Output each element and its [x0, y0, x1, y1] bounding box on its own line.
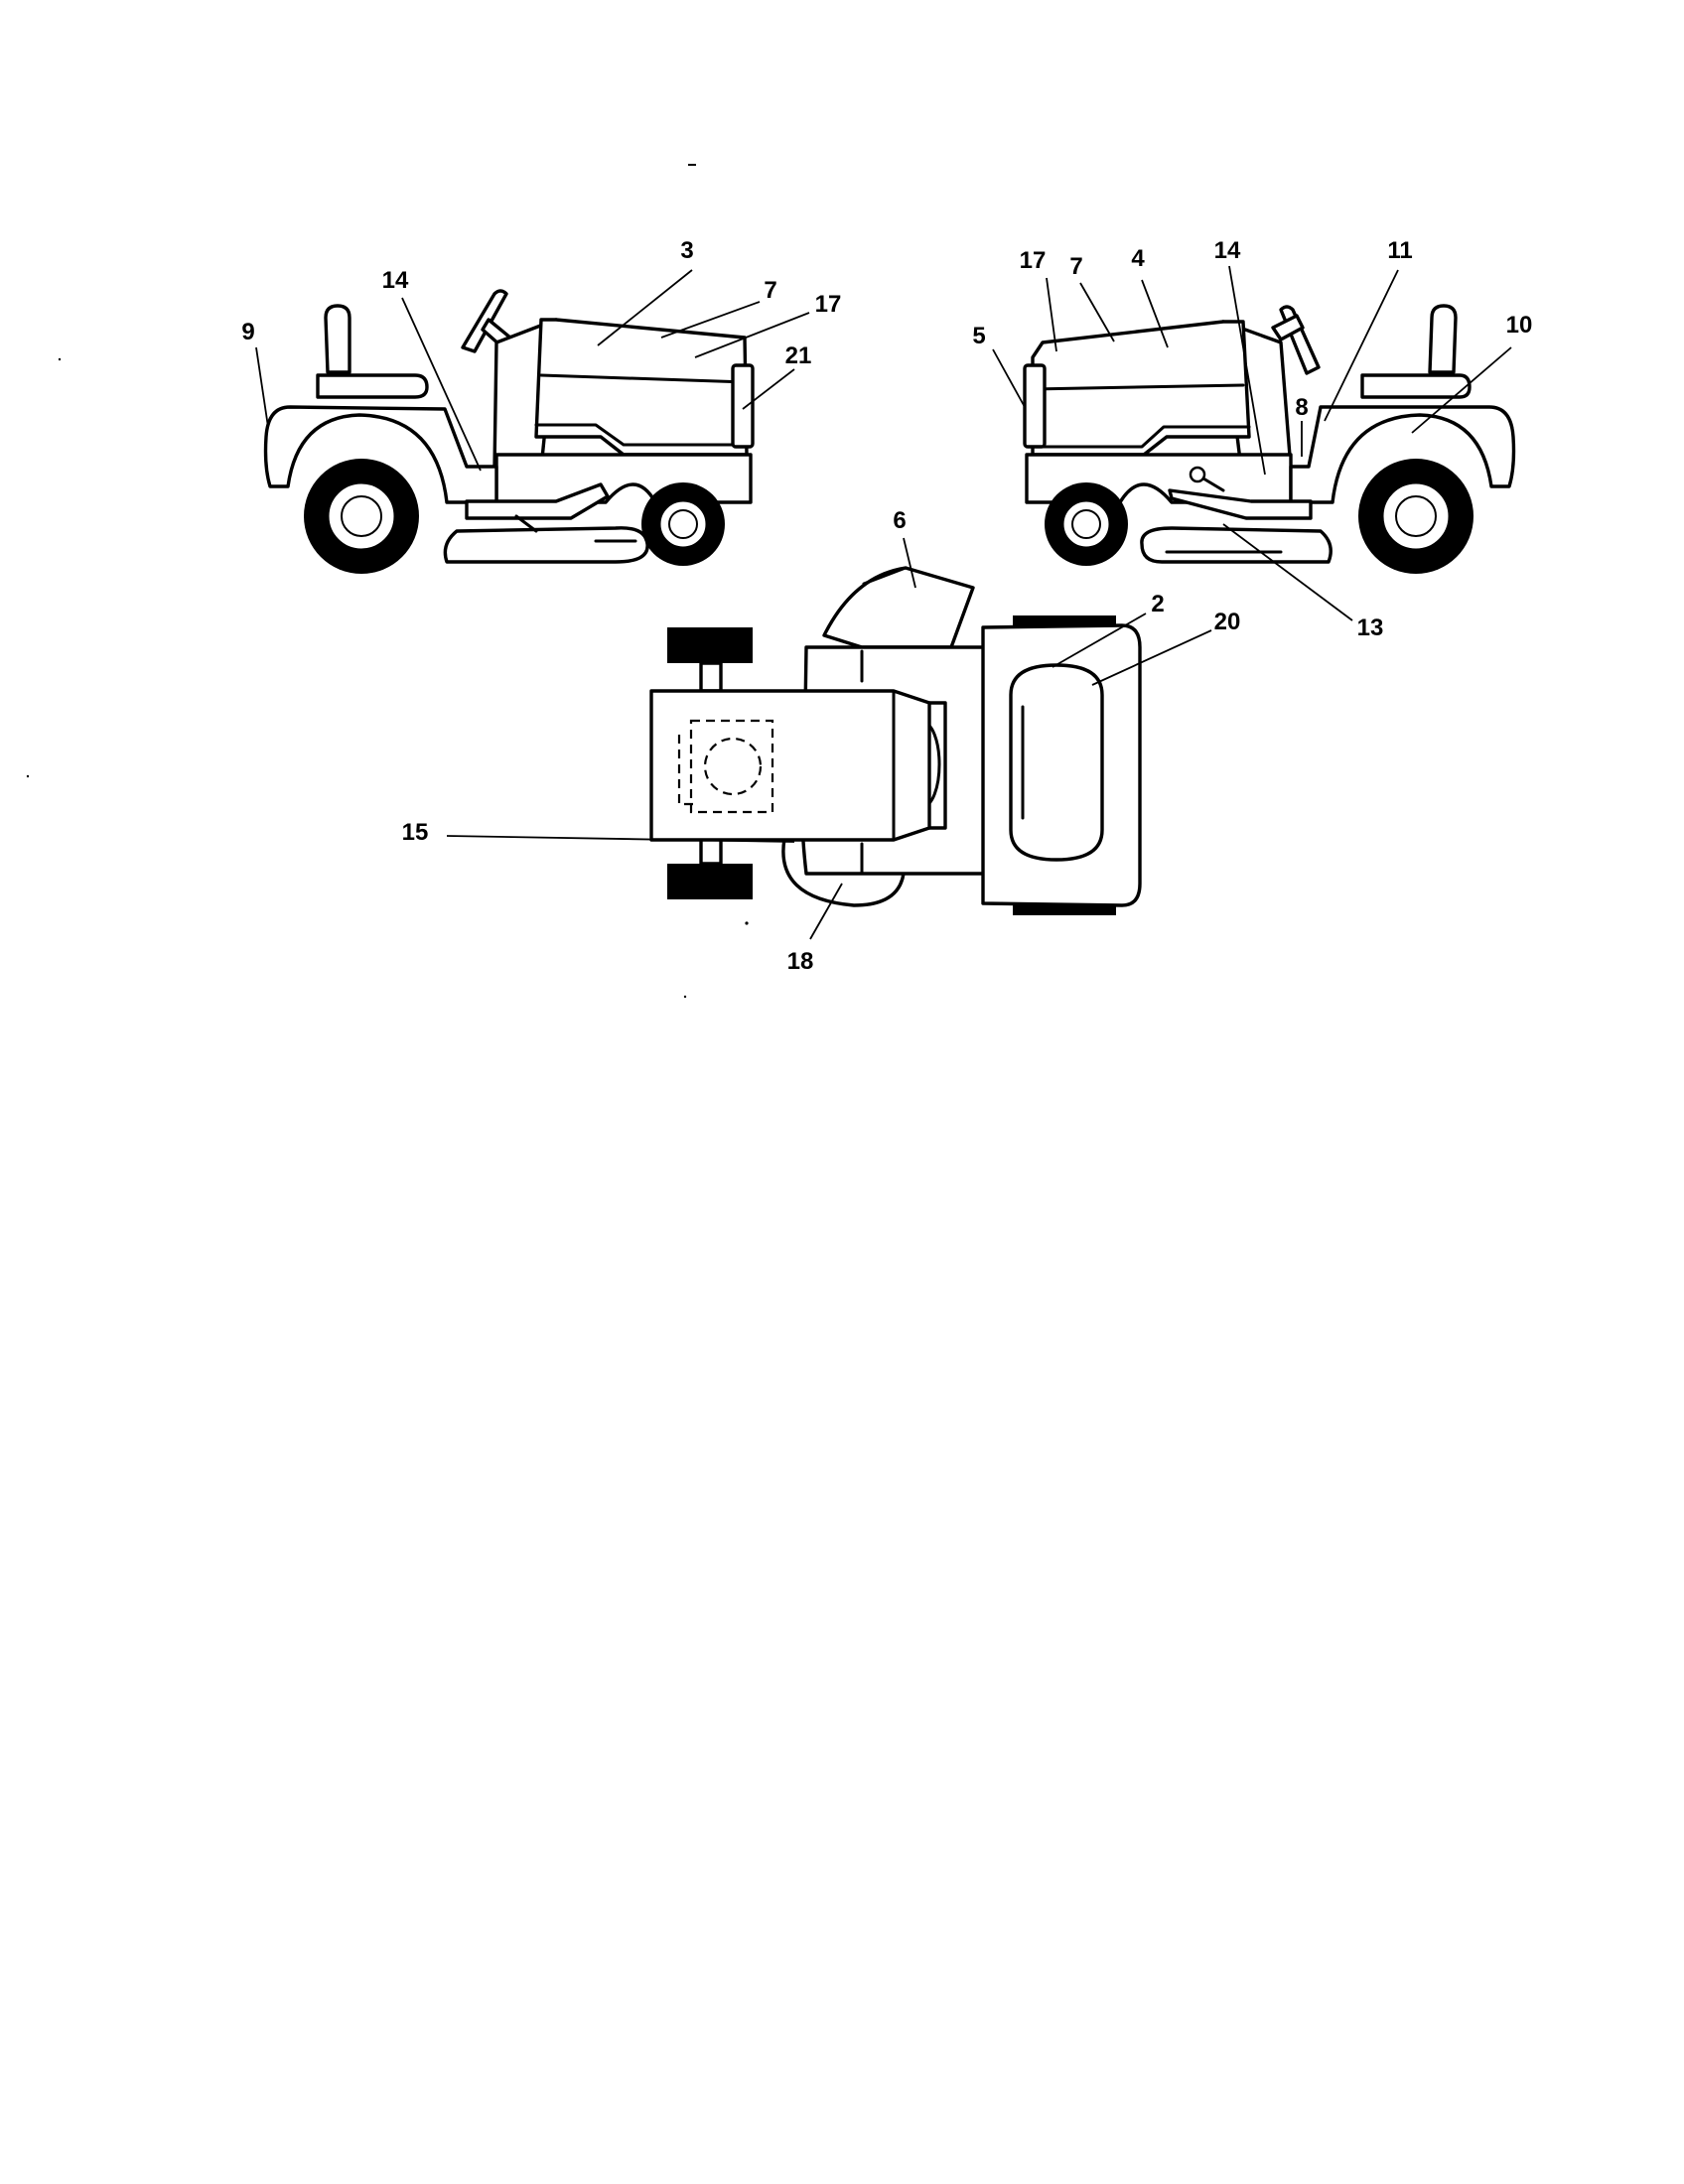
tractor-left-side-view [263, 289, 755, 574]
callout-7: 7 [764, 277, 776, 304]
callout-17: 17 [815, 291, 842, 318]
callout-8: 8 [1295, 394, 1308, 421]
tractor-top-view [649, 566, 1142, 915]
callout-5: 5 [972, 323, 985, 349]
tractor-right-side-view [1023, 304, 1516, 574]
callout-14: 14 [382, 267, 409, 294]
callout-3: 3 [680, 237, 693, 264]
callout-17: 17 [1020, 247, 1047, 274]
callout-14: 14 [1214, 237, 1241, 264]
callout-10: 10 [1506, 312, 1533, 339]
callout-9: 9 [241, 319, 254, 345]
leader-lines [255, 265, 1512, 940]
callout-6: 6 [893, 507, 906, 534]
callout-labels: 3 7 17 21 14 9 17 7 4 14 11 10 5 8 13 6 … [241, 237, 1532, 975]
callout-2: 2 [1151, 591, 1164, 617]
callout-20: 20 [1214, 609, 1241, 635]
callout-13: 13 [1357, 614, 1384, 641]
callout-18: 18 [787, 948, 814, 975]
scan-specks [26, 164, 749, 999]
callout-4: 4 [1131, 245, 1145, 272]
callout-7: 7 [1069, 253, 1082, 280]
callout-15: 15 [402, 819, 429, 846]
callout-21: 21 [785, 342, 812, 369]
callout-11: 11 [1387, 237, 1412, 264]
